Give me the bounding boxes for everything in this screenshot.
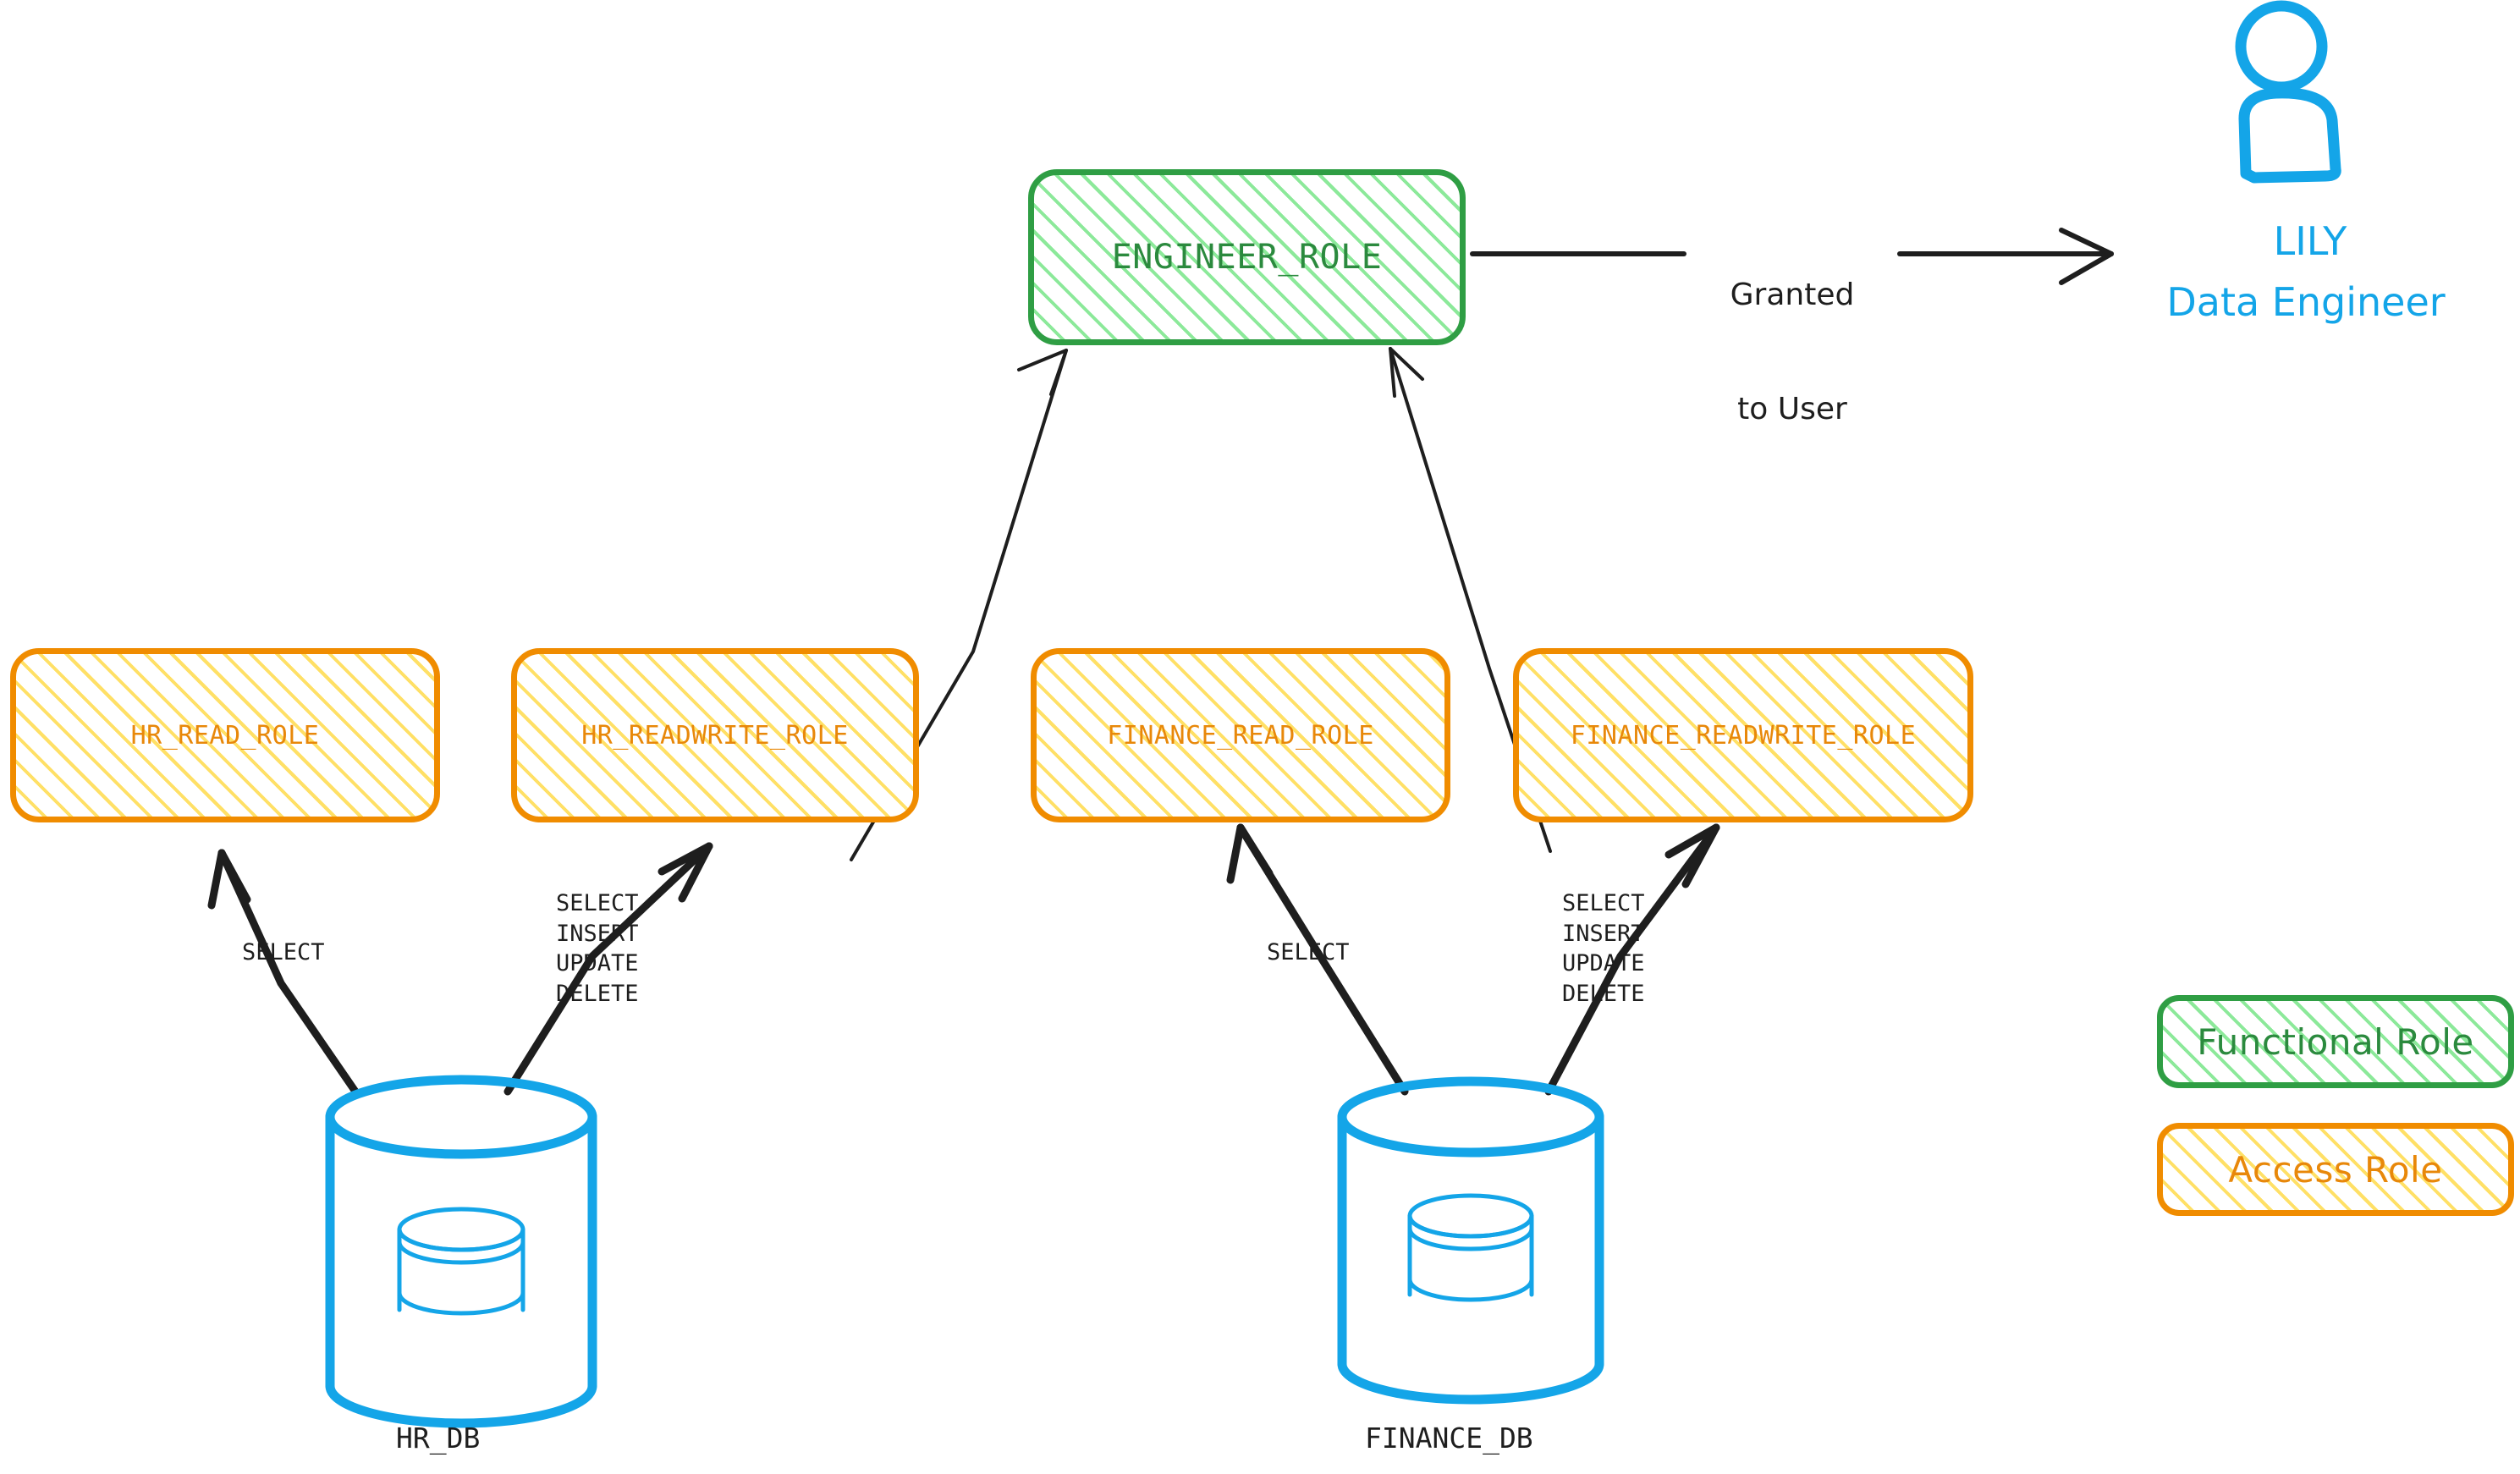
legend-label: Functional Role [2197, 1020, 2474, 1063]
legend-item-access-role: Access Role [2157, 1123, 2514, 1216]
edge-finance-db-to-finance-read [1226, 823, 1409, 1096]
edge-label-hr-crud: SELECT INSERT UPDATE DELETE [556, 890, 639, 1007]
granted-line-2: to User [1737, 392, 1847, 426]
database-label-hr-db: HR_DB [396, 1422, 481, 1455]
edge-hr-db-to-hr-readwrite [503, 842, 713, 1096]
user-title: Data Engineer [2166, 279, 2446, 325]
person-icon [2235, 0, 2341, 184]
database-label-finance-db: FINANCE_DB [1365, 1422, 1533, 1455]
edge-label-finance-crud: SELECT INSERT UPDATE DELETE [1562, 890, 1645, 1007]
edge-engineer-to-user [1470, 228, 2114, 285]
role-label: HR_READWRITE_ROLE [581, 720, 849, 751]
legend-item-functional-role: Functional Role [2157, 995, 2514, 1088]
access-role-finance-read[interactable]: FINANCE_READ_ROLE [1031, 648, 1450, 822]
functional-role-engineer[interactable]: ENGINEER_ROLE [1028, 169, 1466, 345]
access-role-hr-read[interactable]: HR_READ_ROLE [10, 648, 440, 822]
edge-hr-db-to-hr-read [207, 849, 360, 1096]
role-label: HR_READ_ROLE [130, 720, 320, 751]
edge-label-hr-select: SELECT [242, 939, 325, 965]
edge-finance-db-to-finance-readwrite [1544, 823, 1720, 1096]
access-role-hr-readwrite[interactable]: HR_READWRITE_ROLE [511, 648, 919, 822]
database-cylinder-icon-hr[interactable] [325, 1075, 597, 1428]
edge-label-finance-select: SELECT [1267, 939, 1350, 965]
role-label: FINANCE_READ_ROLE [1107, 720, 1374, 751]
user-name: LILY [2273, 218, 2347, 264]
role-label: ENGINEER_ROLE [1111, 238, 1383, 277]
database-cylinder-icon-finance[interactable] [1337, 1076, 1604, 1405]
edge-label-granted-to-user: Granted to User [1684, 200, 1901, 504]
granted-line-1: Granted [1730, 278, 1855, 312]
legend-label: Access Role [2228, 1148, 2443, 1191]
access-role-finance-readwrite[interactable]: FINANCE_READWRITE_ROLE [1513, 648, 1973, 822]
role-label: FINANCE_READWRITE_ROLE [1570, 720, 1917, 751]
